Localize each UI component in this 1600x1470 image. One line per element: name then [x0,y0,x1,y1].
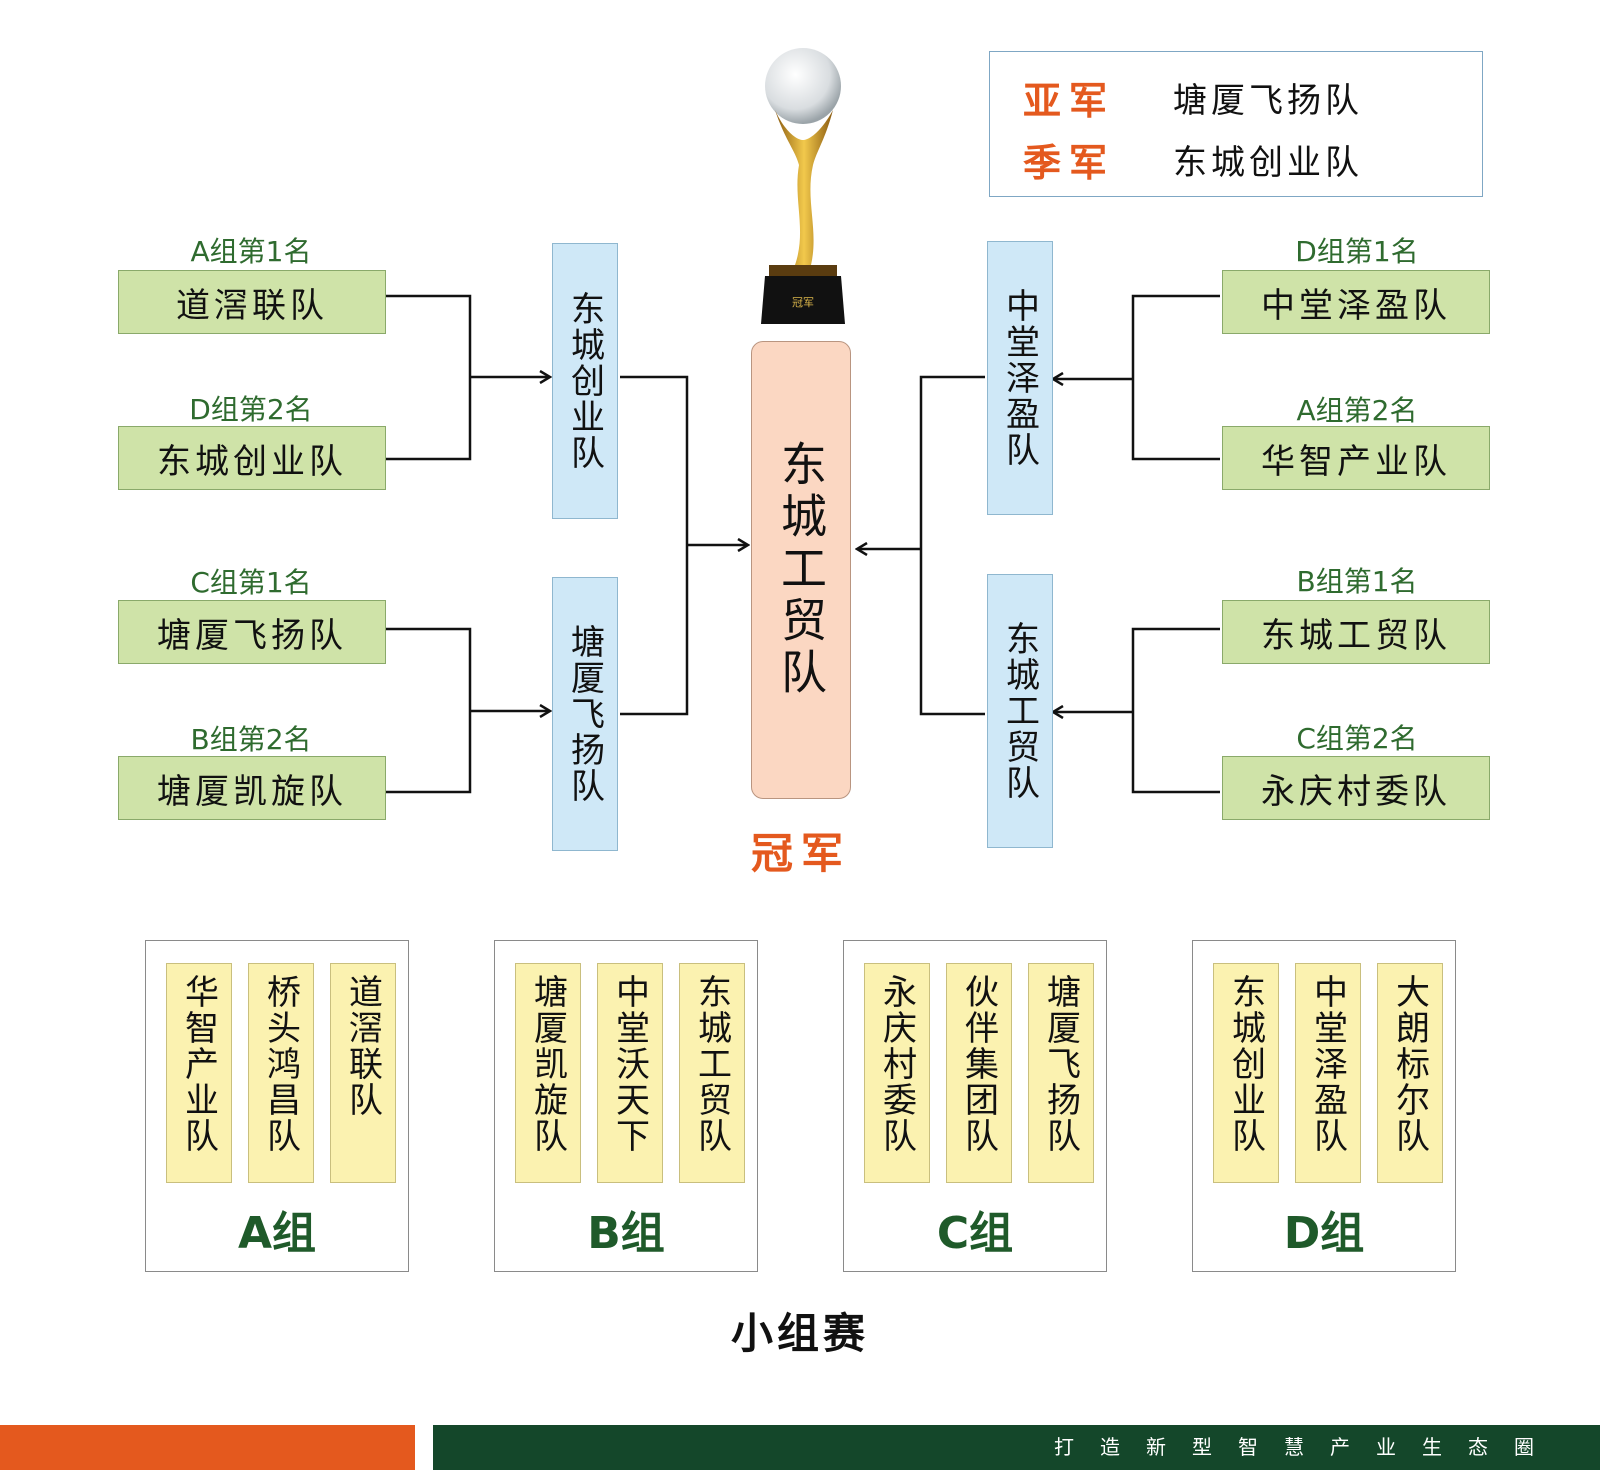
connector-left-bottom [386,627,550,794]
group-panel-c: 永庆村委队 伙伴集团队 塘厦飞扬队 C组 [843,940,1107,1272]
third-place-row: 季军 东城创业队 [1023,132,1363,187]
group-team: 永庆村委队 [864,963,930,1183]
champion-team: 东城工贸队 [774,440,828,700]
group-stage-title: 小组赛 [730,1309,869,1358]
seed-label: C组第1名 [190,566,312,599]
group-team: 华智产业队 [166,963,232,1183]
group-name: B组 [587,1208,665,1259]
footer-green-bar [433,1425,1600,1470]
group-panel-a: 华智产业队 桥头鸿昌队 道滘联队 A组 [145,940,409,1272]
connector-right-top [1053,294,1220,461]
quarterfinal-team: 东城工贸队 [1222,600,1490,664]
trophy-plaque-text: 冠军 [792,296,814,309]
group-team: 桥头鸿昌队 [248,963,314,1183]
group-team-name: 中堂泽盈队 [1307,974,1348,1154]
semifinal-team-name: 东城工贸队 [999,621,1040,801]
group-team-name: 中堂沃天下 [609,974,650,1154]
group-team: 中堂泽盈队 [1295,963,1361,1183]
placings-panel: 亚军 塘厦飞扬队 季军 东城创业队 [989,51,1483,197]
semifinal-team: 东城工贸队 [987,574,1053,848]
quarterfinal-team: 东城创业队 [118,426,386,490]
group-team-name: 伙伴集团队 [958,974,999,1154]
semifinal-team: 塘厦飞扬队 [552,577,618,851]
group-team: 伙伴集团队 [946,963,1012,1183]
quarterfinal-team: 中堂泽盈队 [1222,270,1490,334]
quarterfinal-team: 永庆村委队 [1222,756,1490,820]
seed-label: D组第1名 [1295,235,1419,268]
semifinal-team: 中堂泽盈队 [987,241,1053,515]
runner-up-row: 亚军 塘厦飞扬队 [1023,70,1363,125]
group-team: 大朗标尔队 [1377,963,1443,1183]
semifinal-team-name: 中堂泽盈队 [999,288,1040,468]
runner-up-label: 亚军 [1023,79,1116,123]
champion-label: 冠军 [750,829,851,878]
third-place-label: 季军 [1023,141,1116,185]
quarterfinal-team: 道滘联队 [118,270,386,334]
connector-left-semis [620,375,748,716]
group-team-name: 东城创业队 [1225,974,1266,1154]
group-panel-b: 塘厦凯旋队 中堂沃天下 东城工贸队 B组 [494,940,758,1272]
seed-label: B组第2名 [190,723,312,756]
group-name: A组 [237,1208,317,1259]
semifinal-team-name: 塘厦飞扬队 [564,624,605,804]
group-name: C组 [936,1208,1014,1259]
group-team-name: 永庆村委队 [876,974,917,1154]
group-team-name: 大朗标尔队 [1389,974,1430,1154]
group-team: 东城创业队 [1213,963,1279,1183]
quarterfinal-team: 华智产业队 [1222,426,1490,490]
group-team-name: 华智产业队 [178,974,219,1154]
group-team: 塘厦飞扬队 [1028,963,1094,1183]
seed-label: C组第2名 [1296,722,1418,755]
seed-label: D组第2名 [189,393,313,426]
footer-slogan: 打造新型智慧产业生态圈 [1054,1435,1560,1459]
connector-right-bottom [1053,627,1220,794]
group-team-name: 塘厦凯旋队 [527,974,568,1154]
group-name: D组 [1283,1208,1365,1259]
semifinal-team-name: 东城创业队 [564,291,605,471]
group-team: 塘厦凯旋队 [515,963,581,1183]
footer-orange-bar [0,1425,415,1470]
seed-label: B组第1名 [1296,565,1418,598]
runner-up-team: 塘厦飞扬队 [1173,81,1363,121]
seed-label: A组第1名 [190,235,312,268]
champion-box: 东城工贸队 [751,341,851,799]
group-team-name: 道滘联队 [342,974,383,1118]
connector-right-semis [857,375,985,716]
quarterfinal-team: 塘厦凯旋队 [118,756,386,820]
semifinal-team: 东城创业队 [552,243,618,519]
connector-left-top [386,294,550,461]
quarterfinal-team: 塘厦飞扬队 [118,600,386,664]
group-team-name: 桥头鸿昌队 [260,974,301,1154]
group-team: 中堂沃天下 [597,963,663,1183]
trophy-icon: 冠军 [761,48,845,324]
group-panel-d: 东城创业队 中堂泽盈队 大朗标尔队 D组 [1192,940,1456,1272]
seed-label: A组第2名 [1296,394,1418,427]
group-team-name: 塘厦飞扬队 [1040,974,1081,1154]
third-place-team: 东城创业队 [1173,143,1363,183]
group-team: 道滘联队 [330,963,396,1183]
group-team: 东城工贸队 [679,963,745,1183]
group-team-name: 东城工贸队 [691,974,732,1154]
